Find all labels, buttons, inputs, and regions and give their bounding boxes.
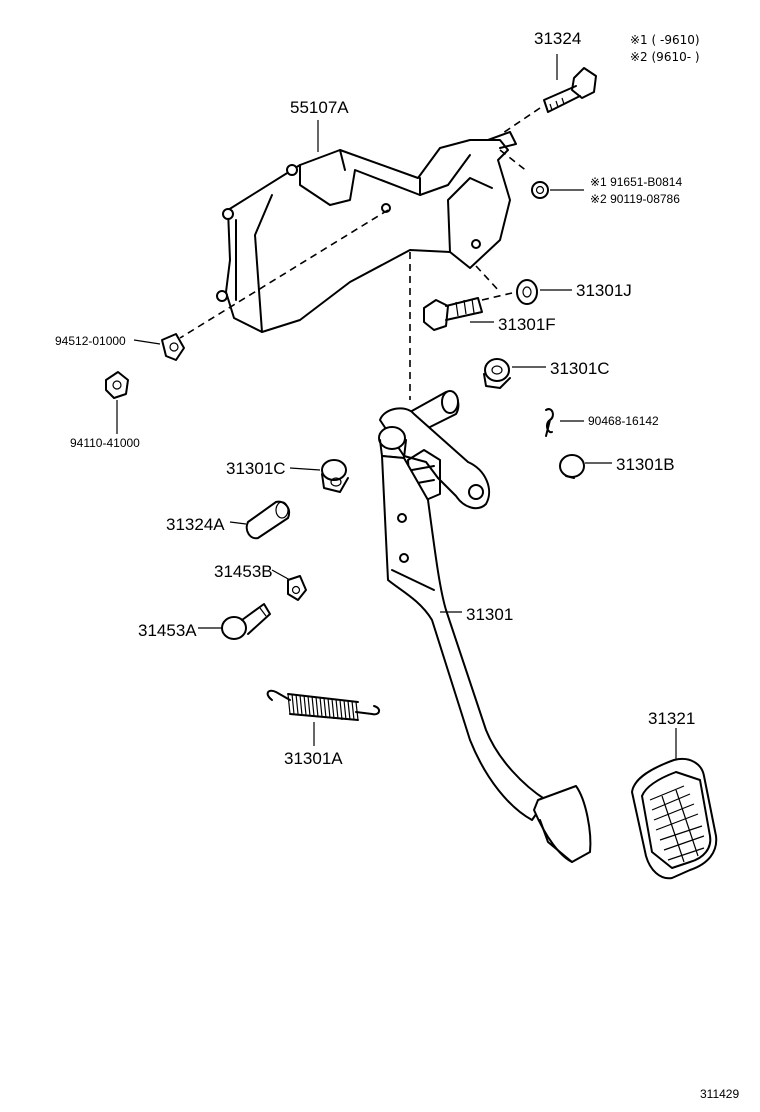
- label-31301F: 31301F: [498, 315, 556, 334]
- bolt-31301F: [423, 297, 483, 331]
- leader-31453B: [271, 569, 291, 581]
- pedal-pad-31321: [631, 758, 718, 880]
- guide-line-bolt: [499, 107, 541, 136]
- label-91651: ※1 91651-B0814: [590, 175, 682, 189]
- bolt-31324: [543, 67, 597, 113]
- clip-90468: [545, 408, 554, 437]
- label-94512: 94512-01000: [55, 334, 126, 348]
- clip-31453B: [287, 575, 307, 601]
- note-line-2: ※2 (9610- ): [630, 50, 700, 64]
- guide-line-nut: [499, 149, 529, 173]
- spring-31301A: [266, 689, 380, 721]
- guide-line-washer: [179, 209, 389, 339]
- label-55107A: 55107A: [290, 98, 349, 117]
- label-90119: ※2 90119-08786: [590, 192, 680, 206]
- label-31324: 31324: [534, 29, 581, 48]
- label-31301A: 31301A: [284, 749, 343, 768]
- figure-number: 311429: [700, 1087, 739, 1101]
- label-90468: 90468-16142: [588, 414, 659, 428]
- leader-94512: [133, 339, 161, 345]
- label-31301C-right: 31301C: [550, 359, 610, 378]
- label-31321: 31321: [648, 709, 695, 728]
- label-31324A: 31324A: [166, 515, 225, 534]
- bracket-55107A: [216, 131, 517, 333]
- leader-31324A: [229, 521, 247, 525]
- label-31301: 31301: [466, 605, 513, 624]
- leader-31301C-left: [289, 467, 321, 471]
- bushing-31301C-left: [321, 459, 349, 493]
- guide-line-bushing-2: [481, 292, 513, 301]
- note-line-1: ※1 ( -9610): [630, 33, 700, 47]
- collar-31324A: [245, 500, 290, 540]
- label-31301C-left: 31301C: [226, 459, 286, 478]
- bushing-31301J: [516, 279, 538, 305]
- label-94110: 94110-41000: [70, 436, 140, 450]
- guide-line-bushing: [475, 265, 501, 293]
- washer-94512: [161, 333, 185, 361]
- label-31301J: 31301J: [576, 281, 632, 300]
- nut-91651: [531, 181, 549, 199]
- pedal-arm-31301: [378, 390, 592, 863]
- bushing-31301C-right: [483, 358, 511, 389]
- label-31301B: 31301B: [616, 455, 675, 474]
- nut-94110: [105, 371, 129, 399]
- label-31453A: 31453A: [138, 621, 197, 640]
- stopper-31301B: [559, 454, 585, 479]
- label-31453B: 31453B: [214, 562, 273, 581]
- pin-31453A: [221, 603, 271, 640]
